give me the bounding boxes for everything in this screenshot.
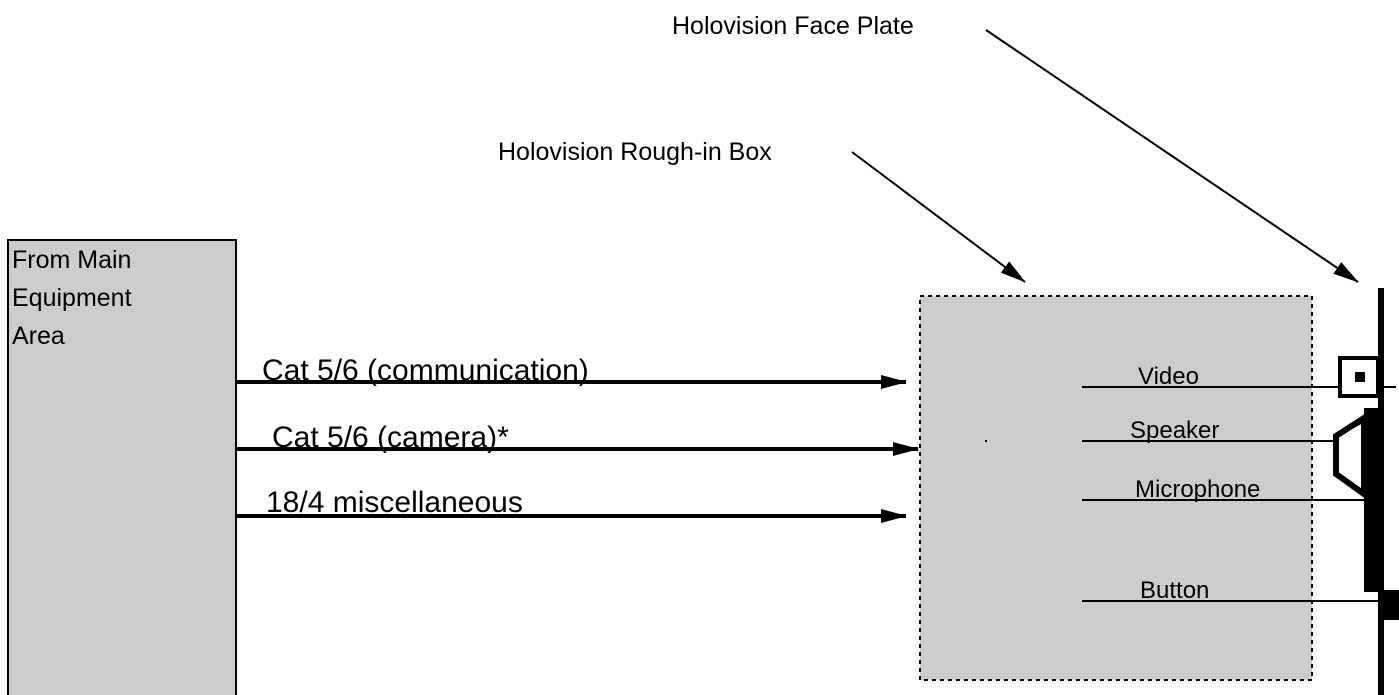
button-label: Button bbox=[1140, 577, 1209, 604]
rough-in-box-callout: Holovision Rough-in Box bbox=[498, 138, 772, 166]
rough-in-callout-arrow bbox=[851, 151, 1026, 283]
main-equipment-box bbox=[7, 239, 237, 695]
video-connector-pin bbox=[1355, 372, 1365, 382]
rough-in-dot bbox=[985, 440, 987, 442]
source-label-line2: Equipment bbox=[12, 284, 132, 312]
speaker-label: Speaker bbox=[1130, 417, 1219, 444]
speaker-arm-upper bbox=[1341, 410, 1381, 434]
source-label-line1: From Main bbox=[12, 246, 131, 274]
source-label-line3: Area bbox=[12, 322, 65, 350]
face-plate-callout: Holovision Face Plate bbox=[672, 12, 914, 40]
cable-misc-label: 18/4 miscellaneous bbox=[266, 486, 523, 519]
face-plate-callout-arrow bbox=[985, 29, 1359, 283]
cable-camera-label: Cat 5/6 (camera)* bbox=[272, 421, 509, 454]
cable-communication-label: Cat 5/6 (communication) bbox=[262, 354, 589, 387]
video-label: Video bbox=[1138, 363, 1199, 390]
speaker-body bbox=[1364, 408, 1378, 592]
button-icon bbox=[1384, 590, 1399, 620]
rough-in-box bbox=[919, 295, 1313, 681]
face-plate bbox=[1378, 288, 1384, 695]
microphone-label: Microphone bbox=[1135, 476, 1260, 503]
